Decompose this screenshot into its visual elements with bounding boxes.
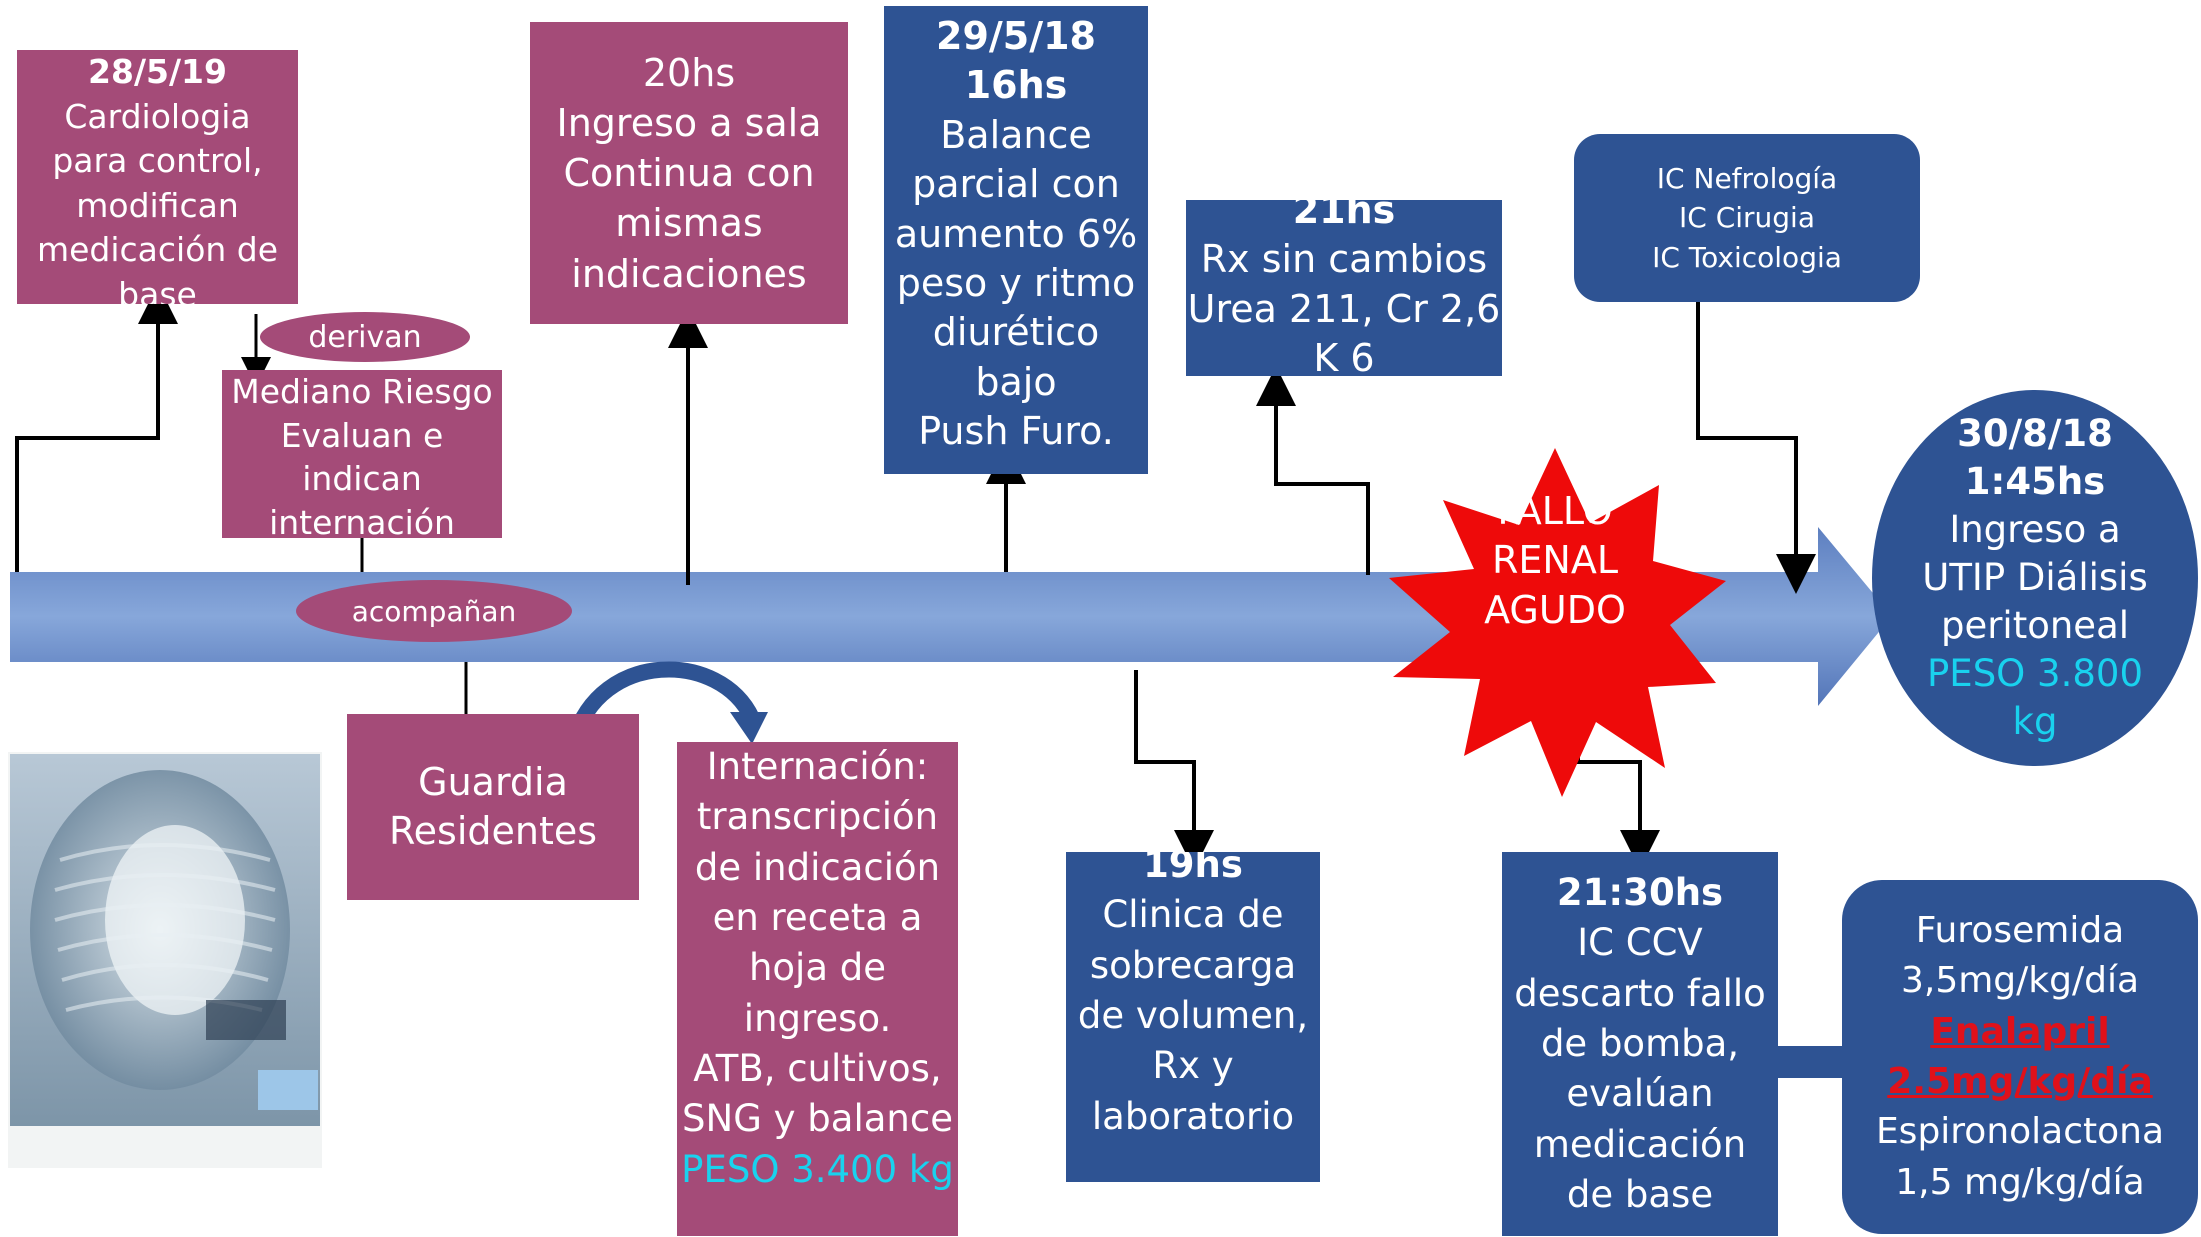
box-internacion: Internación: transcripción de indicación… [677,742,958,1236]
box-2905-line: parcial con [912,162,1120,207]
box-19hs-line: de volumen, [1077,993,1309,1037]
box-21hs-line: Urea 211, Cr 2,6 [1187,286,1501,331]
box-cardiologia-line: Cardiologia [64,96,251,136]
box-2905-line: bajo [975,359,1057,404]
box-2905: 29/5/18 16hs Balance parcial con aumento… [884,6,1148,474]
med-espironolactona-dose: 1,5 mg/kg/día [1895,1161,2145,1203]
oval-derivan: derivan [260,312,470,362]
box-19hs-line: laboratorio [1091,1094,1295,1138]
box-cardiologia-line: modifican [76,185,239,225]
fallo-line: FALLO [1497,488,1613,533]
connector-ic [1696,302,1816,594]
box-2130-line: de bomba, [1540,1021,1740,1065]
med-enalapril: Enalapril [1930,1010,2110,1052]
box-internacion-line: ingreso. [743,996,892,1040]
box-internacion-line: transcripción [696,795,939,839]
box-2905-line: peso y ritmo [896,260,1136,305]
fallo-renal-label: FALLO RENAL AGUDO [1455,486,1655,636]
box-2905-line: diurético [932,310,1100,355]
box-21hs: 21hs Rx sin cambios Urea 211, Cr 2,6 K 6 [1186,200,1502,376]
box-2905-line: aumento 6% [894,211,1138,256]
circle-peso: PESO 3.800 [1927,652,2143,696]
box-2130-line: IC CCV [1577,921,1703,965]
box-2905-line: Balance [940,112,1092,157]
box-2130-line: medicación [1533,1122,1747,1166]
box-interconsultas: IC Nefrología IC Cirugia IC Toxicologia [1574,134,1920,302]
box-20hs-line: mismas [615,201,763,246]
circle-line: UTIP Diálisis [1922,555,2148,599]
box-cardiologia: 28/5/19 Cardiologia para control, modifi… [17,50,298,304]
med-enalapril-dose: 2.5mg/kg/día [1887,1061,2153,1102]
box-ic-line: IC Cirugia [1678,201,1815,235]
fallo-starburst [1389,448,1726,797]
box-mediano-line: Evaluan e [280,415,444,455]
box-internacion-line: de indicación [694,845,941,889]
med-espironolactona: Espironolactona [1875,1111,2165,1153]
box-2905-time: 16hs [964,63,1068,108]
box-internacion-line: en receta a [712,895,923,939]
box-21hs-line: Rx sin cambios [1200,237,1488,282]
med-furosemida: Furosemida [1915,909,2125,951]
box-2130-line: evalúan [1566,1072,1714,1116]
box-2905-line: Push Furo. [918,409,1114,454]
box-20hs: 20hs Ingreso a sala Continua con mismas … [530,22,848,324]
box-guardia-line: Guardia [418,759,568,804]
fallo-line: AGUDO [1484,587,1626,632]
circle-line: Ingreso a [1949,507,2121,551]
box-mediano-line: Mediano Riesgo [231,372,493,411]
box-19hs-time: 19hs [1143,852,1243,886]
circle-3008: 30/8/18 1:45hs Ingreso a UTIP Diálisis p… [1872,390,2198,766]
box-ic-line: IC Toxicologia [1652,240,1842,274]
med-furosemida-dose: 3,5mg/kg/día [1900,960,2140,1002]
box-19hs-line: sobrecarga [1089,943,1297,987]
box-cardiologia-line: medicación de [36,230,279,270]
box-internacion-peso: PESO 3.400 kg [681,1147,954,1191]
box-19hs: 19hs Clinica de sobrecarga de volumen, R… [1066,852,1320,1182]
connector-19hs [1134,670,1214,870]
oval-acompanan: acompañan [296,580,572,642]
oval-acompanan-label: acompañan [351,594,517,628]
circle-date: 30/8/18 [1957,411,2113,455]
box-mediano-line: indican [302,459,422,499]
box-20hs-time: 20hs [642,51,736,95]
box-2130-line: de base [1566,1172,1714,1216]
box-ic-line: IC Nefrología [1656,162,1838,196]
circle-peso-unit: kg [2012,700,2058,744]
connector-21hs [1256,366,1370,575]
circle-time: 1:45hs [1964,459,2106,503]
box-2905-date: 29/5/18 [936,14,1096,58]
box-20hs-line: Ingreso a sala [556,101,822,146]
box-internacion-line: SNG y balance [682,1097,953,1141]
box-guardia: Guardia Residentes [347,714,639,900]
box-2130-time: 21:30hs [1556,871,1724,914]
box-19hs-line: Clinica de [1102,893,1284,937]
circle-line: peritoneal [1940,604,2130,648]
box-2130-line: descarto fallo [1514,971,1766,1015]
box-guardia-line: Residentes [388,809,598,853]
connector-cardiologia [15,284,178,572]
box-cardiologia-line: para control, [52,141,263,181]
xray-image [8,752,322,1168]
box-mediano-line: internación [269,502,455,538]
box-21hs-time: 21hs [1292,200,1396,232]
meds-connector [1772,1046,1844,1078]
box-mediano-riesgo: Mediano Riesgo Evaluan e indican interna… [222,370,502,538]
box-cardiologia-line: base [118,274,197,304]
box-internacion-line: Internación: [706,745,929,788]
curved-arrow [566,661,760,743]
fallo-line: RENAL [1491,538,1618,583]
box-internacion-line: ATB, cultivos, [693,1046,942,1090]
box-internacion-line: hoja de [748,946,887,990]
box-19hs-line: Rx y [1152,1044,1234,1088]
box-medicacion: Furosemida 3,5mg/kg/día Enalapril 2.5mg/… [1842,880,2198,1234]
box-21hs-line: K 6 [1313,336,1375,376]
oval-derivan-label: derivan [308,319,422,355]
box-cardiologia-date: 28/5/19 [88,52,227,91]
box-20hs-line: Continua con [563,151,815,196]
box-2130: 21:30hs IC CCV descarto fallo de bomba, … [1502,852,1778,1236]
box-20hs-line: indicaciones [571,251,807,296]
